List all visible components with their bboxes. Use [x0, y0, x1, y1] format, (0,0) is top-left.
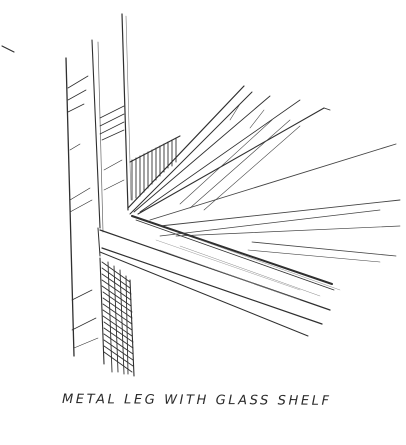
leg-shadow-hatching — [101, 261, 134, 375]
shelf-frame — [97, 85, 335, 337]
sketch-caption: METAL LEG WITH GLASS SHELF — [61, 392, 332, 409]
corner-shadow-hatching — [129, 135, 181, 201]
metal-leg — [65, 13, 135, 377]
margin-stroke — [1, 45, 15, 53]
glass-shelf — [149, 103, 401, 301]
